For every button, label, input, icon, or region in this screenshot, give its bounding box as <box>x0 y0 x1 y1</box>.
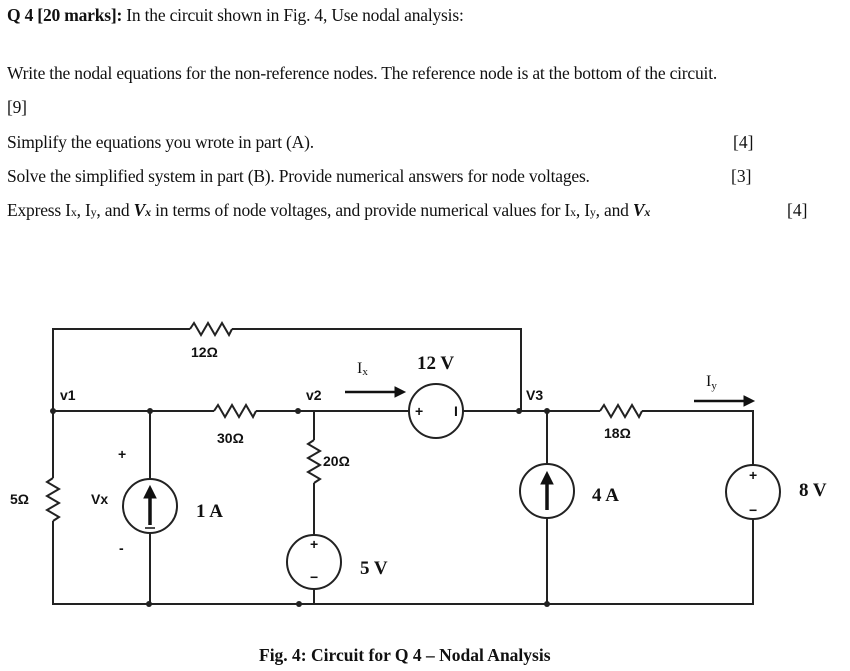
current-source-1a <box>122 478 178 534</box>
resistor-12-ohm <box>189 321 233 338</box>
vx-minus-sign: - <box>119 540 124 556</box>
voltage-source-8v <box>725 464 781 520</box>
question-intro: In the circuit shown in Fig. 4, Use noda… <box>122 5 464 25</box>
source-label-4a: 4 A <box>592 485 619 506</box>
question-header: Q 4 [20 marks]: In the circuit shown in … <box>7 5 464 26</box>
part-d-seg: in terms of node voltages, and provide n… <box>150 200 571 220</box>
wire-top-left <box>52 328 190 411</box>
junction-dot <box>50 408 56 414</box>
part-d-sub: y <box>589 205 596 219</box>
junction-dot <box>544 408 550 414</box>
node-label-v2: v2 <box>306 387 322 403</box>
part-d-sub: x <box>70 205 77 219</box>
resistor-label-18: 18Ω <box>604 425 631 441</box>
junction-dot <box>516 408 522 414</box>
part-d-seg: , and <box>595 200 633 220</box>
iy-arrow-icon <box>743 395 756 407</box>
resistor-label-20: 20Ω <box>323 453 350 469</box>
resistor-label-30: 30Ω <box>217 430 244 446</box>
source-label-5v: 5 V <box>360 558 388 579</box>
junction-dot <box>296 601 302 607</box>
ix-label: Ix <box>357 360 368 378</box>
plus-sign-12v: + <box>415 403 423 419</box>
wire-top-right <box>232 328 522 411</box>
part-d-marks: [4] <box>787 200 808 220</box>
ix-arrow-icon <box>394 386 407 398</box>
resistor-20-ohm <box>306 439 322 484</box>
minus-sign-8v: − <box>749 502 757 518</box>
vx-label: Vx <box>91 491 108 507</box>
part-d-seg: , and <box>96 200 134 220</box>
wire-5-bottom <box>52 519 754 605</box>
junction-dot <box>147 408 153 414</box>
wire-18-to-8v <box>642 410 754 465</box>
figure-caption: Fig. 4: Circuit for Q 4 – Nodal Analysis <box>259 645 551 665</box>
part-d-sub: y <box>90 205 97 219</box>
vx-symbol: V <box>632 200 645 220</box>
arrow-up-icon <box>143 484 157 499</box>
resistor-5-ohm <box>45 477 61 522</box>
ix-sub: x <box>362 366 368 378</box>
vx-sub: x <box>644 205 651 219</box>
resistor-label-12: 12Ω <box>191 344 218 360</box>
minus-sign-12v: I <box>454 403 458 419</box>
question-number: Q 4 [20 marks]: <box>7 5 123 25</box>
resistor-label-5: 5Ω <box>10 491 29 507</box>
node-label-v1: v1 <box>60 387 76 403</box>
plus-sign-8v: + <box>749 467 757 483</box>
part-d-seg: , I <box>575 200 590 220</box>
part-d-text: Express Ix, Iy, and Vx in terms of node … <box>7 200 650 221</box>
iy-sub: y <box>711 380 717 392</box>
voltage-source-5v <box>286 534 342 590</box>
source-label-8v: 8 V <box>799 480 827 501</box>
vx-symbol: V <box>133 200 146 220</box>
part-d-seg: , I <box>76 200 91 220</box>
part-c-text: Solve the simplified system in part (B).… <box>7 166 590 186</box>
part-c-marks: [3] <box>731 166 752 186</box>
ix-main: I <box>357 360 362 377</box>
vx-sub: x <box>145 205 151 219</box>
junction-dot <box>295 408 301 414</box>
part-b-marks: [4] <box>733 132 754 152</box>
resistor-18-ohm <box>599 403 643 420</box>
part-b-text: Simplify the equations you wrote in part… <box>7 132 314 152</box>
source-label-12v: 12 V <box>417 353 454 374</box>
part-d-sub: x <box>570 205 576 219</box>
current-source-4a <box>519 463 575 519</box>
part-a-text: Write the nodal equations for the non-re… <box>7 63 718 83</box>
junction-dot <box>544 601 550 607</box>
part-d-seg: Express I <box>7 200 71 220</box>
part-a-marks: [9] <box>7 97 27 117</box>
plus-sign-5v: + <box>310 536 318 552</box>
vx-plus-sign: + <box>118 446 126 462</box>
source-label-1a: 1 A <box>196 501 223 522</box>
arrow-up-icon <box>540 470 554 485</box>
node-label-v3: V3 <box>526 387 543 403</box>
minus-sign-5v: − <box>310 569 318 585</box>
voltage-source-12v <box>408 383 464 439</box>
junction-dot <box>146 601 152 607</box>
iy-main: I <box>706 373 711 390</box>
resistor-30-ohm <box>213 403 257 420</box>
iy-label: Iy <box>706 373 717 392</box>
